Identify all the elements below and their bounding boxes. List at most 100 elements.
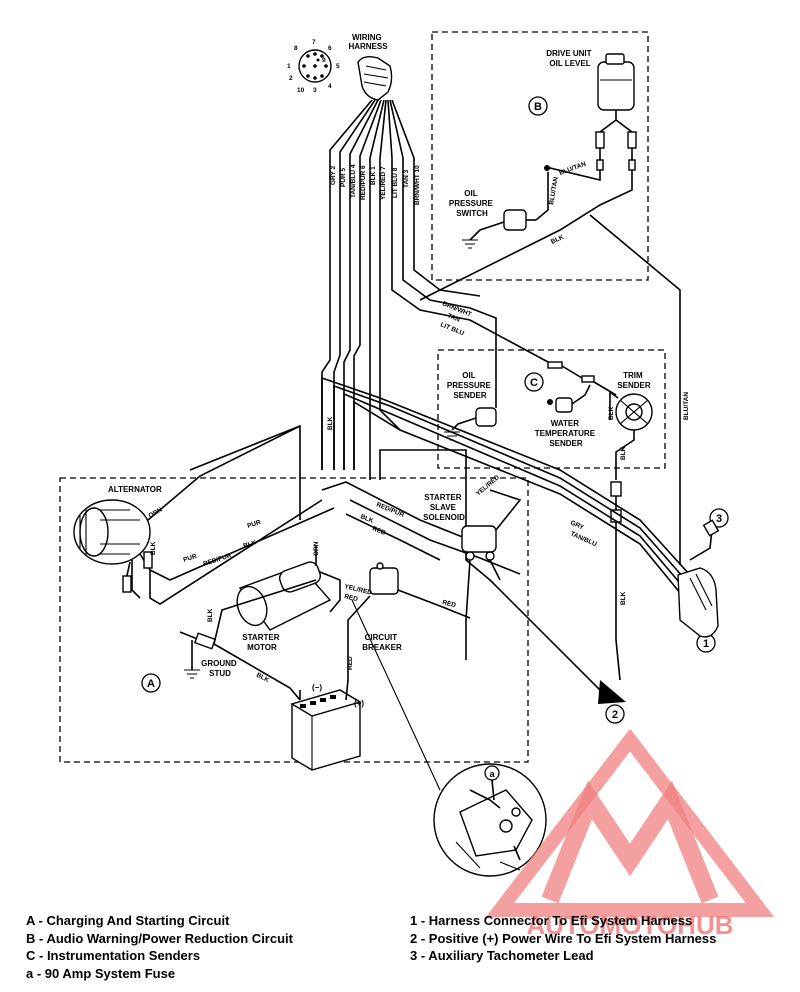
- battery-negative-label: (−): [312, 683, 322, 692]
- battery: [290, 679, 362, 771]
- drive-unit-oil-reservoir: [595, 53, 637, 171]
- svg-text:2: 2: [289, 75, 293, 82]
- svg-text:LIT BLU 8: LIT BLU 8: [392, 167, 399, 198]
- legend-numbers: 1 - Harness Connector To Efi System Harn…: [410, 912, 716, 965]
- svg-text:10: 10: [297, 87, 305, 94]
- svg-text:4: 4: [328, 83, 332, 90]
- svg-text:BLK: BLK: [608, 406, 615, 420]
- number-tag-2: 2: [605, 704, 625, 724]
- label-drive-unit-oil-level: DRIVE UNIT OIL LEVEL: [546, 49, 594, 68]
- svg-text:RED/PUR: RED/PUR: [202, 552, 232, 568]
- starter-motor: [236, 546, 341, 631]
- svg-text:BLK: BLK: [620, 446, 627, 460]
- svg-text:9: 9: [322, 57, 326, 64]
- svg-text:C: C: [530, 377, 538, 389]
- legend-item-1: 1 - Harness Connector To Efi System Harn…: [410, 913, 693, 928]
- svg-text:PUR 5: PUR 5: [340, 167, 347, 187]
- legend: A - Charging And Starting Circuit B - Au…: [0, 912, 800, 992]
- label-oil-pressure-switch: OIL PRESSURE SWITCH: [449, 189, 495, 218]
- label-water-temperature-sender: WATER TEMPERATURE SENDER: [535, 419, 598, 448]
- svg-text:1: 1: [287, 63, 291, 70]
- section-b-wires: [419, 165, 681, 565]
- water-temperature-sender: [547, 361, 595, 413]
- legend-item-3: 3 - Auxiliary Tachometer Lead: [410, 948, 594, 963]
- battery-positive-label: (+): [354, 699, 364, 708]
- section-tag-c: C: [524, 372, 544, 392]
- svg-text:BLK: BLK: [207, 608, 214, 622]
- label-oil-pressure-sender: OIL PRESSURE SENDER: [447, 371, 493, 400]
- svg-text:TAN: TAN: [446, 312, 461, 323]
- power-wire-to-efi: [379, 449, 626, 704]
- wiring-harness-plug: [357, 55, 393, 101]
- svg-text:RED/PUR 6: RED/PUR 6: [360, 165, 367, 200]
- label-alternator: ALTERNATOR: [108, 485, 162, 494]
- svg-text:PUR: PUR: [182, 553, 198, 564]
- legend-item-b: B - Audio Warning/Power Reduction Circui…: [26, 930, 293, 946]
- svg-text:1: 1: [703, 638, 709, 650]
- legend-item-2: 2 - Positive (+) Power Wire To Efi Syste…: [410, 930, 717, 946]
- svg-text:RED: RED: [371, 525, 387, 537]
- svg-text:PUR: PUR: [246, 519, 262, 530]
- svg-text:YEL/RED: YEL/RED: [475, 474, 501, 498]
- alternator: [73, 424, 335, 605]
- svg-text:2: 2: [612, 709, 618, 721]
- trim-connector: [610, 481, 622, 681]
- section-box-c: [437, 349, 666, 469]
- ground-stud: [179, 579, 317, 701]
- efi-harness-connector: [677, 519, 720, 638]
- label-trim-sender: TRIM SENDER: [617, 371, 651, 390]
- number-tag-3: 3: [709, 508, 729, 528]
- svg-text:BLK: BLK: [150, 541, 157, 555]
- section-box-b: [431, 31, 649, 281]
- harness-wire-labels: GRY 2 PUR 5 TAN/BLU 4 RED/PUR 6 BLK 1 YE…: [330, 164, 421, 205]
- svg-text:TAN 3: TAN 3: [403, 169, 410, 188]
- label-starter-motor: STARTER MOTOR: [242, 633, 281, 652]
- svg-text:TAN/BLU 4: TAN/BLU 4: [350, 164, 357, 198]
- section-c-wires: [469, 307, 617, 408]
- svg-text:5: 5: [336, 63, 340, 70]
- svg-text:ORN: ORN: [313, 541, 320, 556]
- circuit-breaker: [347, 562, 471, 680]
- section-tag-a: A: [141, 673, 161, 693]
- svg-text:BLU/TAN: BLU/TAN: [558, 161, 587, 177]
- legend-item-c: C - Instrumentation Senders: [26, 948, 201, 963]
- svg-text:BLK: BLK: [255, 672, 270, 685]
- section-tag-b: B: [528, 96, 548, 116]
- trim-sender: [609, 390, 653, 480]
- svg-text:3: 3: [716, 513, 722, 525]
- svg-text:YEL/RED 7: YEL/RED 7: [380, 166, 387, 200]
- svg-text:BLK: BLK: [242, 539, 257, 550]
- legend-item-fuse: a - 90 Amp System Fuse: [26, 965, 176, 981]
- svg-text:GRY 2: GRY 2: [330, 165, 337, 185]
- svg-text:BLK: BLK: [359, 513, 374, 525]
- oil-pressure-switch: [462, 209, 536, 249]
- svg-text:7: 7: [312, 39, 316, 46]
- svg-text:RED: RED: [347, 656, 354, 670]
- harness-connector-face: 8 7 6 5 1 9 2 10 3 4: [287, 39, 340, 94]
- label-circuit-breaker: CIRCUIT BREAKER: [362, 633, 402, 652]
- label-wiring-harness: WIRING HARNESS: [348, 33, 388, 51]
- svg-text:BRN/WHT 10: BRN/WHT 10: [414, 165, 421, 205]
- svg-text:BLK: BLK: [327, 416, 334, 430]
- svg-text:TAN/BLU: TAN/BLU: [569, 530, 598, 548]
- svg-text:6: 6: [328, 45, 332, 52]
- svg-text:A: A: [147, 678, 155, 690]
- harness-wire-bundle: [321, 99, 481, 480]
- svg-text:3: 3: [313, 87, 317, 94]
- svg-text:BLU/TAN: BLU/TAN: [683, 392, 690, 420]
- section-a-horizontal-run: [189, 425, 521, 575]
- svg-text:B: B: [534, 101, 542, 113]
- svg-text:RED: RED: [344, 593, 359, 603]
- svg-text:BLK: BLK: [620, 591, 627, 605]
- label-ground-stud: GROUND STUD: [201, 659, 239, 678]
- starter-slave-solenoid: [461, 489, 522, 660]
- main-trunk-wires: [321, 376, 691, 606]
- svg-text:BLK 1: BLK 1: [370, 166, 377, 185]
- svg-text:BLK: BLK: [550, 234, 565, 246]
- svg-text:8: 8: [294, 45, 298, 52]
- svg-text:RED: RED: [442, 599, 457, 609]
- wiring-diagram: B C A 1 2 3 8 7 6 5 1 9 2 10 3 4 WIR: [59, 31, 729, 877]
- svg-text:LIT BLU: LIT BLU: [439, 321, 465, 337]
- legend-item-a: A - Charging And Starting Circuit: [26, 913, 230, 928]
- label-starter-slave-solenoid: STARTER SLAVE SOLENOID: [423, 493, 465, 522]
